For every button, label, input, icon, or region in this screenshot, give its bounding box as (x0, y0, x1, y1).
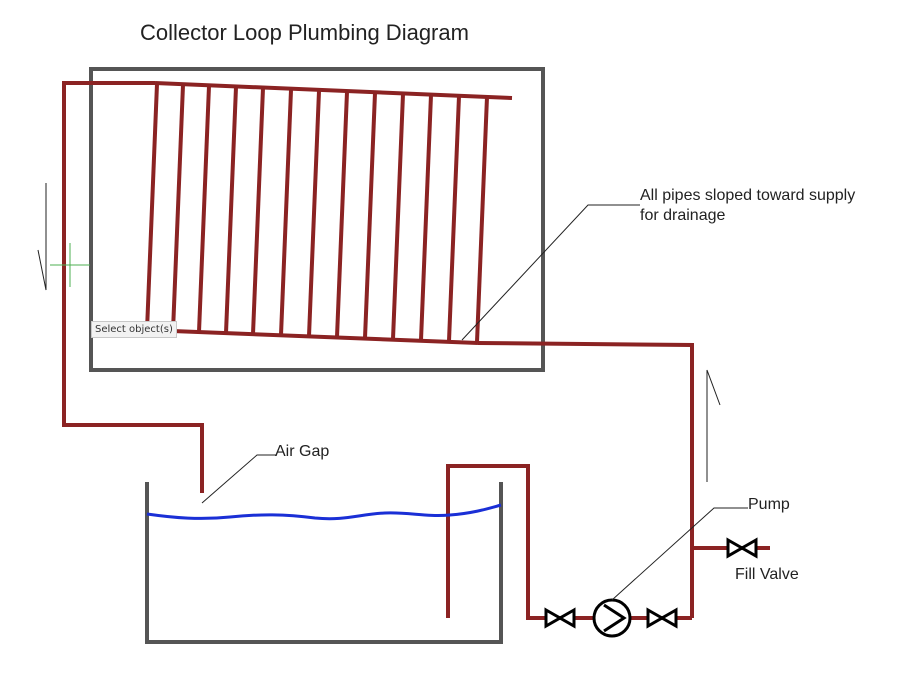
slope-note-line2: for drainage (640, 207, 726, 224)
cursor-arrow-left (37, 183, 47, 291)
collector-absorber (145, 81, 513, 345)
collector-riser (171, 84, 185, 332)
collector-riser (447, 95, 461, 342)
cursor-arrow-right (706, 369, 721, 482)
supply-pipe (477, 341, 694, 618)
fill-valve-label: Fill Valve (735, 566, 799, 583)
air-gap-label: Air Gap (275, 443, 330, 460)
suction-pipe (446, 464, 692, 620)
diagram-title: Collector Loop Plumbing Diagram (140, 20, 469, 45)
slope-note: All pipes sloped toward supply for drain… (640, 186, 855, 226)
collector-top-header (154, 81, 513, 100)
valve-icon (646, 607, 678, 629)
collector-riser (251, 87, 265, 335)
slope-note-line1: All pipes sloped toward supply (640, 187, 856, 204)
collector-riser (224, 86, 238, 334)
select-objects-tooltip: Select object(s) (91, 321, 177, 338)
pump-icon (592, 598, 632, 638)
pump-label: Pump (748, 496, 790, 513)
air-gap-leader (201, 454, 276, 504)
collector-riser (335, 91, 349, 338)
leader-lines (201, 204, 748, 601)
collector-riser (363, 92, 377, 339)
collector-frame (89, 67, 545, 372)
valve-icon (544, 607, 576, 629)
fill-valve-icon (726, 537, 758, 559)
water-surface (146, 503, 502, 521)
tank (145, 482, 503, 644)
collector-riser (419, 94, 433, 341)
collector-bottom-header (146, 328, 479, 345)
return-pipe (62, 81, 204, 493)
slope-leader (461, 204, 640, 341)
collector-riser (145, 83, 159, 331)
collector-riser (279, 89, 293, 336)
collector-riser (197, 85, 211, 333)
collector-riser (475, 96, 489, 343)
cad-cursor-artifacts (37, 183, 721, 482)
collector-riser (391, 93, 405, 340)
pump-leader (611, 507, 748, 601)
collector-riser (307, 90, 321, 337)
